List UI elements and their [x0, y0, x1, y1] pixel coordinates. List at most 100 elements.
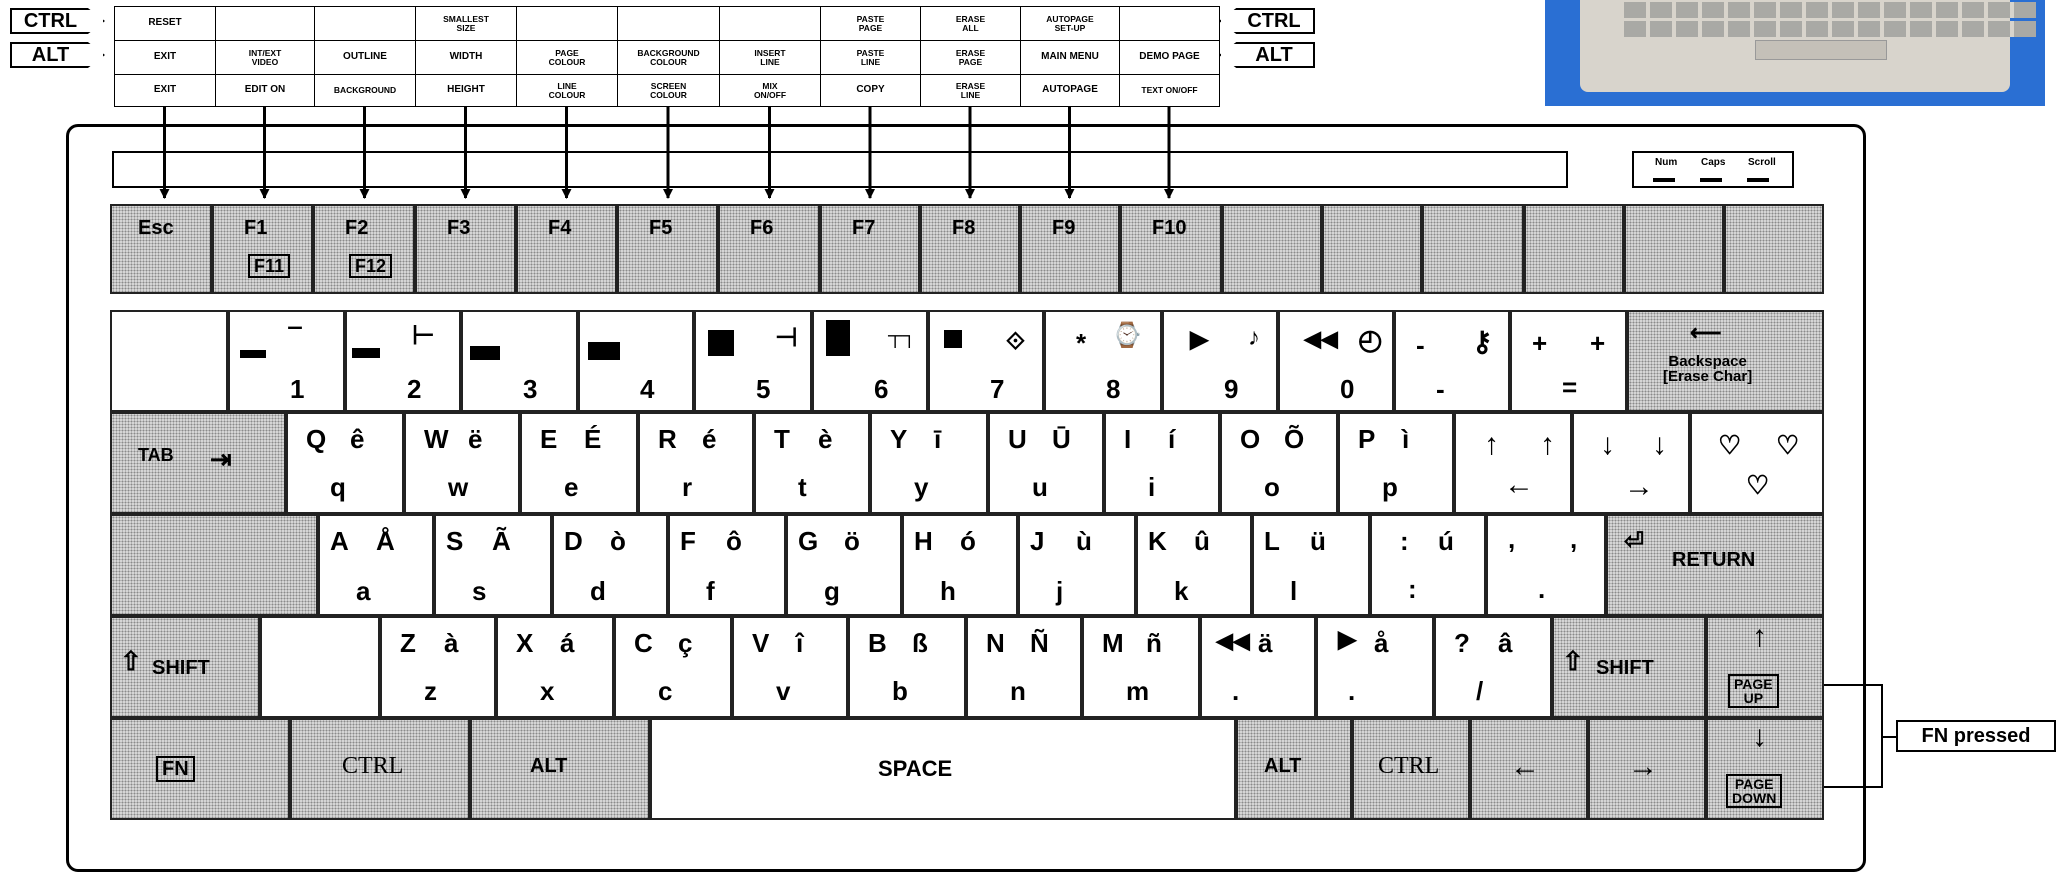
- fn-table-f6-alt: INSERT LINE: [719, 40, 821, 75]
- key-rewind-label: ä: [1258, 630, 1272, 656]
- key-blank-13[interactable]: [1422, 204, 1524, 294]
- key-f8[interactable]: F8: [920, 204, 1020, 294]
- clock-icon: ⌚: [1112, 324, 1142, 348]
- tab-arrow-icon: ⇥: [210, 446, 232, 472]
- key-blank-14[interactable]: [1524, 204, 1624, 294]
- key-f3[interactable]: F3: [415, 204, 516, 294]
- key-f2-label: F2: [345, 218, 368, 238]
- key-alt-left[interactable]: ALT: [470, 718, 650, 820]
- key-f7[interactable]: F7: [820, 204, 920, 294]
- key-comma-label: ,: [1570, 526, 1577, 552]
- bar-icon: [470, 346, 500, 360]
- key-play[interactable]: å.: [1316, 616, 1434, 718]
- key-q-label: q: [330, 474, 346, 500]
- underscore-bar-icon: [240, 350, 266, 358]
- key-k3[interactable]: 3: [461, 310, 578, 412]
- key-f9[interactable]: F9: [1020, 204, 1120, 294]
- fn-table-f4-plain: LINE COLOUR: [516, 74, 618, 107]
- fn-table-f2-plain: BACKGROUND: [314, 74, 416, 107]
- key-blank-11[interactable]: [1222, 204, 1322, 294]
- key-backspace[interactable]: Backspace [Erase Char]: [1627, 310, 1824, 412]
- fn-table-f6-ctrl: [719, 6, 821, 41]
- key-e-label: É: [584, 426, 601, 452]
- key-colon-label: ú: [1438, 528, 1454, 554]
- key-alt-right[interactable]: ALT: [1236, 718, 1352, 820]
- key-tab[interactable]: TAB: [110, 412, 286, 514]
- key-k9[interactable]: 9: [1162, 310, 1278, 412]
- key-equals[interactable]: ++=: [1510, 310, 1627, 412]
- key-ctrl-left[interactable]: CTRL: [290, 718, 470, 820]
- key-equals-label: =: [1562, 374, 1577, 400]
- fn-table-f3-alt: WIDTH: [415, 40, 517, 75]
- key-blank-16[interactable]: [1724, 204, 1824, 294]
- key-fn[interactable]: FN: [110, 718, 290, 820]
- arrow-up-icon: ↑: [1540, 430, 1555, 460]
- key-l-label: ü: [1310, 528, 1326, 554]
- key-ctrl-right[interactable]: CTRL: [1352, 718, 1470, 820]
- fn-table-f5-plain: SCREEN COLOUR: [617, 74, 720, 107]
- key-f6[interactable]: F6: [718, 204, 820, 294]
- key-k1-label: 1: [290, 376, 304, 402]
- key-f10[interactable]: F10: [1120, 204, 1222, 294]
- key-minus[interactable]: --: [1394, 310, 1510, 412]
- key-caps[interactable]: [110, 514, 318, 616]
- key-k7[interactable]: 7: [928, 310, 1044, 412]
- key-blank-shift[interactable]: [260, 616, 380, 718]
- key-comma[interactable]: ,,.: [1486, 514, 1606, 616]
- key-k6-label: 6: [874, 376, 888, 402]
- key-colon[interactable]: :ú:: [1370, 514, 1486, 616]
- key-w-label: w: [448, 474, 468, 500]
- key-blank-12[interactable]: [1322, 204, 1422, 294]
- key-k1[interactable]: 1: [228, 310, 345, 412]
- key-question[interactable]: ?â/: [1434, 616, 1552, 718]
- key-k4[interactable]: 4: [578, 310, 694, 412]
- shift-arrow-icon: ⇧: [120, 648, 142, 674]
- key-j-label: j: [1056, 578, 1063, 604]
- key-s-label: s: [472, 578, 486, 604]
- key-shift-right-label: SHIFT: [1596, 658, 1654, 678]
- key-blank-15[interactable]: [1624, 204, 1724, 294]
- arrow-down-icon: ↓: [1652, 430, 1667, 460]
- key-space[interactable]: SPACE: [650, 718, 1236, 820]
- fn-table-f10-ctrl: [1119, 6, 1220, 41]
- key-k2-label: 2: [407, 376, 421, 402]
- fn-table-f9-ctrl: AUTOPAGE SET-UP: [1020, 6, 1120, 41]
- key-k2[interactable]: 2: [345, 310, 461, 412]
- key-esc-label: Esc: [138, 218, 174, 238]
- key-blank-left[interactable]: [110, 310, 228, 412]
- key-esc[interactable]: Esc: [110, 204, 212, 294]
- key-k8[interactable]: 8: [1044, 310, 1162, 412]
- diamond-arrow-icon: ⟐: [1006, 330, 1025, 354]
- tee-down-graphic-icon: ┬┐: [888, 326, 916, 346]
- key-f5[interactable]: F5: [617, 204, 718, 294]
- key-f4[interactable]: F4: [516, 204, 617, 294]
